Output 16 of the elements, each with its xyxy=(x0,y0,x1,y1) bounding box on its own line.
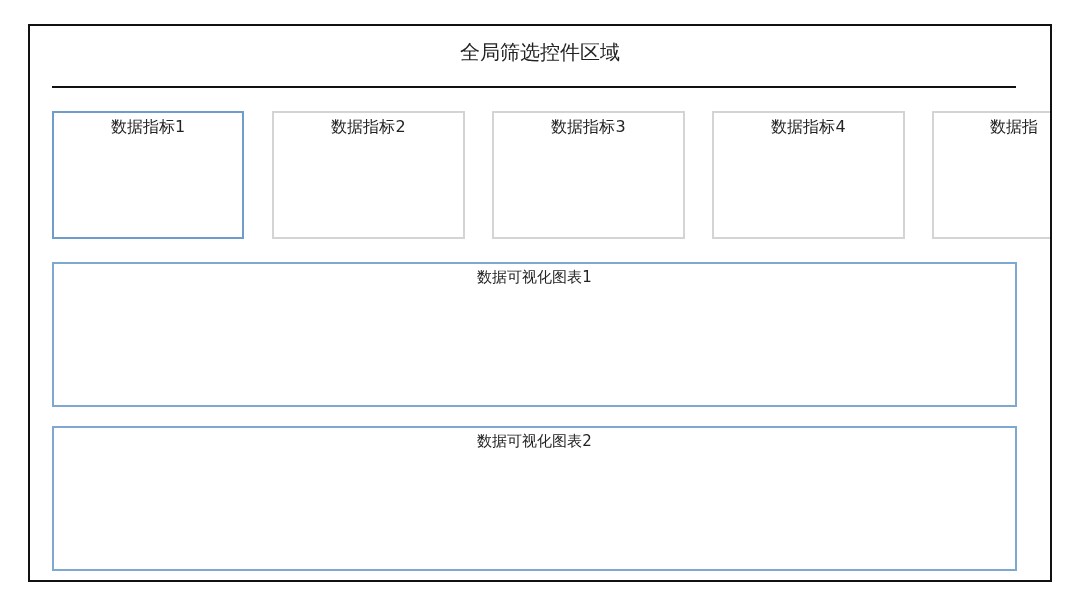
dashboard-frame xyxy=(28,24,1052,582)
metric-card xyxy=(712,111,905,239)
metric-card xyxy=(492,111,685,239)
metric-title: 数据指标4 xyxy=(771,117,846,136)
chart-title: 数据可视化图表2 xyxy=(477,432,592,450)
metric-card xyxy=(272,111,465,239)
chart-panel xyxy=(52,426,1017,571)
metric-title: 数据指标2 xyxy=(331,117,406,136)
metric-title: 数据指标1 xyxy=(110,117,186,136)
chart-panel xyxy=(52,262,1017,407)
metric-title: 数据指标3 xyxy=(551,117,626,136)
section-heading: 全局筛选控件区域 xyxy=(460,40,620,64)
chart-title: 数据可视化图表1 xyxy=(477,268,592,286)
metric-title: 数据指 xyxy=(990,117,1038,136)
metric-card xyxy=(932,111,1050,239)
metric-card xyxy=(52,111,244,239)
